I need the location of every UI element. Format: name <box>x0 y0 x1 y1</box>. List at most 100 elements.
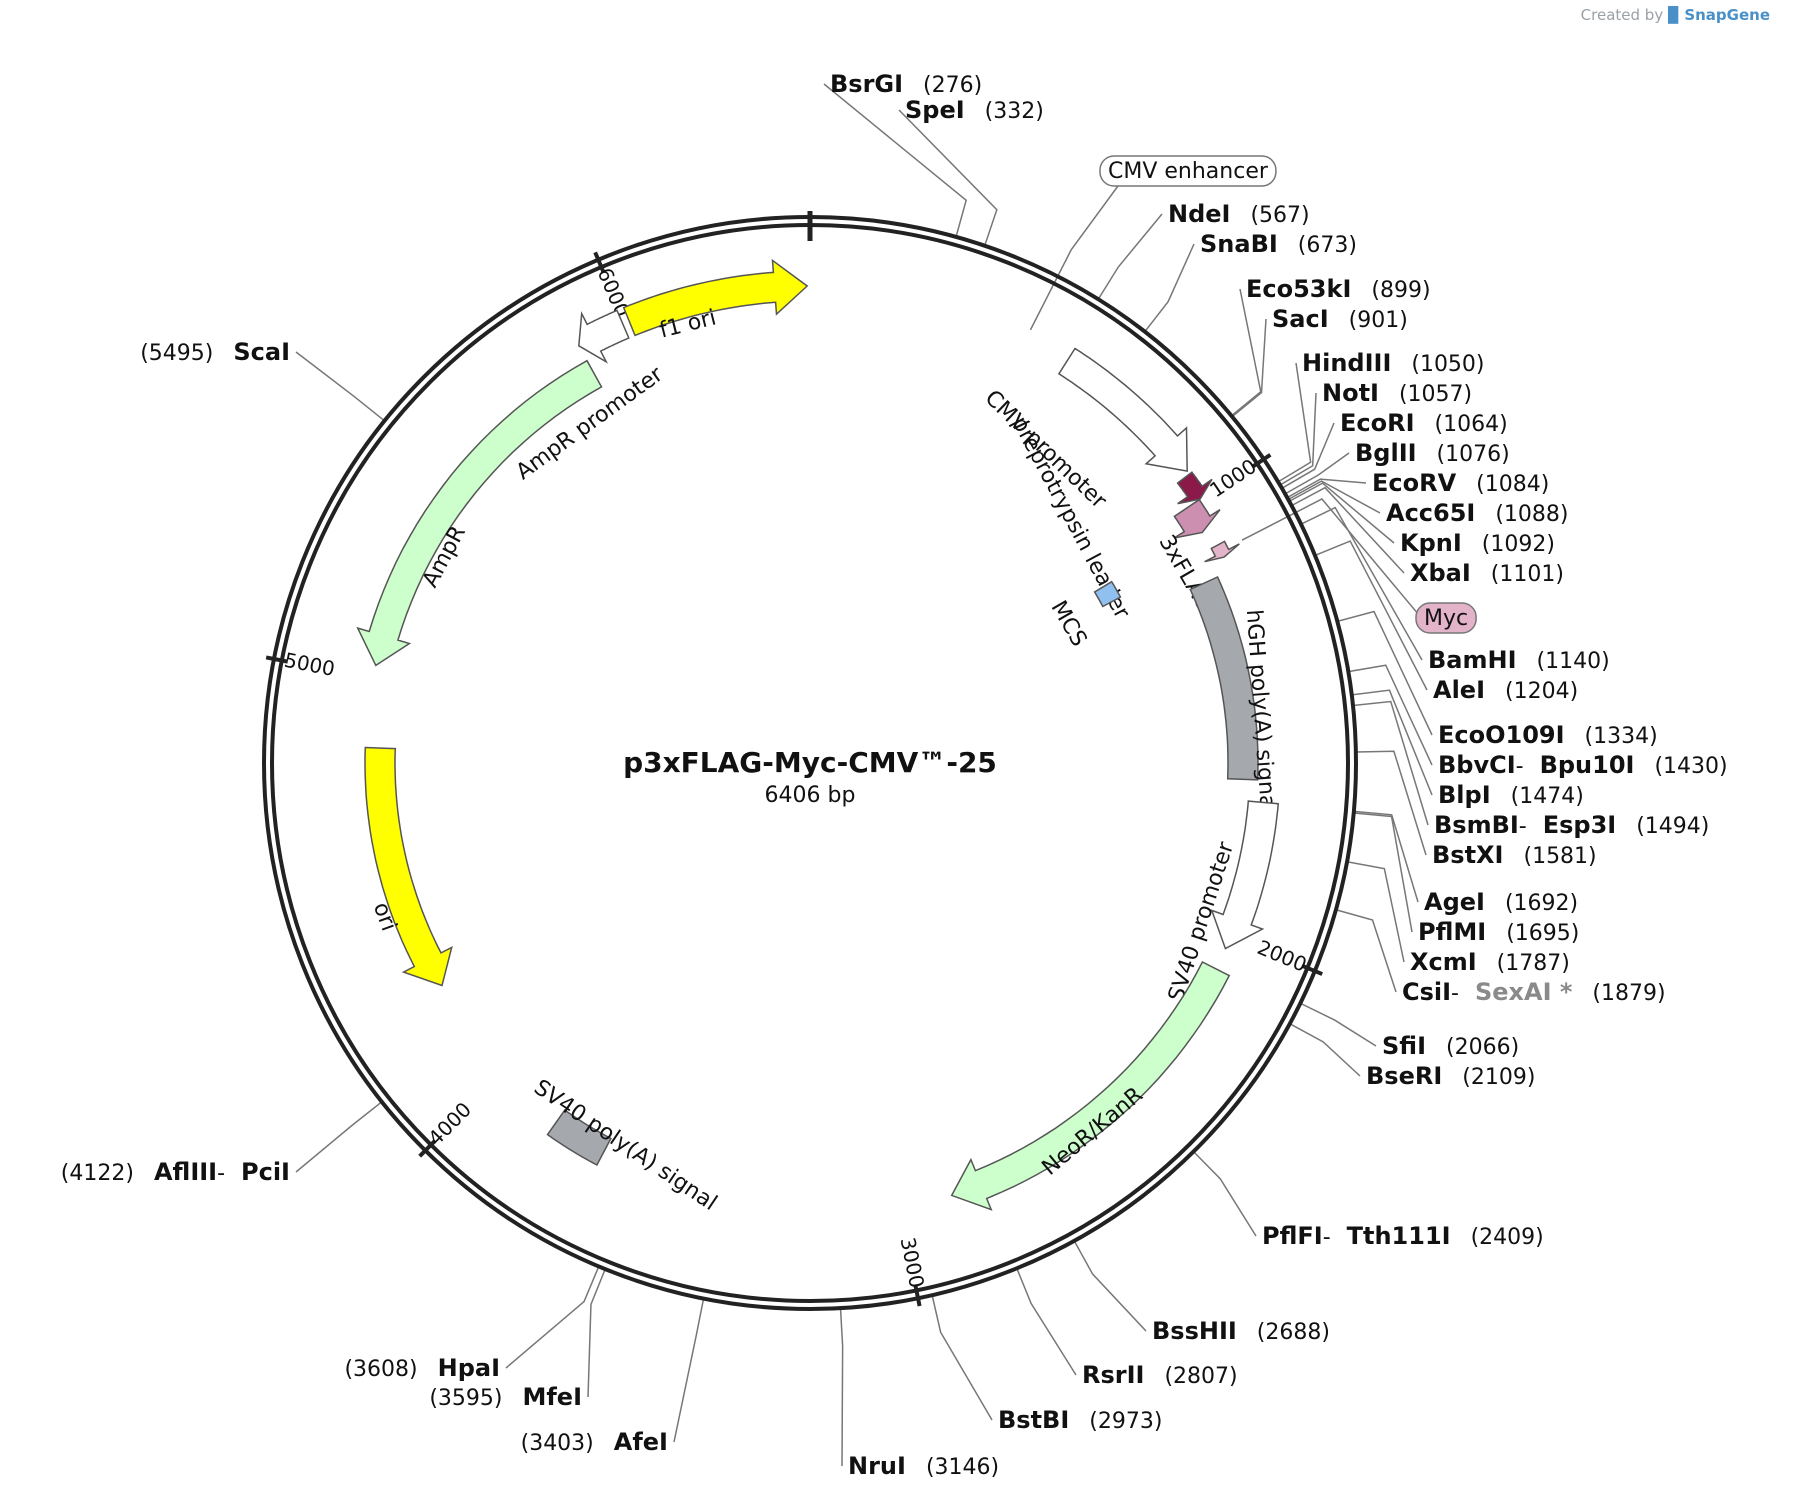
site-csii-position: (1879) <box>1592 981 1665 1006</box>
site-hindiii-name: HindIII <box>1302 349 1391 377</box>
site-bstxi-position: (1581) <box>1523 844 1596 869</box>
feature-cmv-promoter-arrow[interactable] <box>1057 347 1188 472</box>
site-noti-leader <box>1279 392 1317 486</box>
callout-myc-label: Myc <box>1424 606 1468 631</box>
feature-neor-kanr-arrow[interactable] <box>950 960 1231 1211</box>
site-blpi[interactable]: BlpI(1474) <box>1438 781 1584 809</box>
site-bglii[interactable]: BglII(1076) <box>1355 439 1510 467</box>
site-afliii-leader <box>295 1101 383 1173</box>
site-snabi[interactable]: SnaBI(673) <box>1200 230 1357 258</box>
site-mfei-name: MfeI <box>522 1383 582 1411</box>
site-xcmi-leader <box>1346 861 1405 963</box>
site-bstbi[interactable]: BstBI(2973) <box>998 1406 1162 1434</box>
site-ecorv[interactable]: EcoRV(1084) <box>1372 469 1549 497</box>
tick-label-1000: 1000 <box>1205 454 1261 502</box>
feature-ampr-arrow[interactable] <box>356 359 603 667</box>
callout-cmv-enhancer[interactable]: CMV enhancer <box>1099 155 1277 187</box>
feature-myc[interactable] <box>1204 540 1240 563</box>
site-bamhi-leader <box>1300 506 1423 661</box>
site-spei-leader <box>898 109 998 246</box>
site-spei[interactable]: SpeI(332) <box>905 96 1044 124</box>
site-bglii-position: (1076) <box>1437 442 1510 467</box>
site-kpni-name: KpnI <box>1400 529 1462 557</box>
site-xcmi-name: XcmI <box>1410 948 1477 976</box>
site-mfei[interactable]: (3595)MfeI <box>429 1383 582 1411</box>
site-xbai-leader <box>1291 486 1405 574</box>
site-ecori[interactable]: EcoRI(1064) <box>1340 409 1508 437</box>
site-alei[interactable]: AleI(1204) <box>1433 676 1578 704</box>
site-saci[interactable]: SacI(901) <box>1272 305 1408 333</box>
feature-preprotrypsin-leader-arrow[interactable] <box>1176 471 1213 505</box>
feature-f1-ori-arrow[interactable] <box>622 258 809 337</box>
feature-ori[interactable]: ori <box>364 746 453 987</box>
site-hpai[interactable]: (3608)HpaI <box>344 1354 500 1382</box>
site-acc65i-name: Acc65I <box>1386 499 1475 527</box>
site-afei[interactable]: (3403)AfeI <box>521 1428 668 1456</box>
site-scai[interactable]: (5495)ScaI <box>140 338 290 366</box>
site-afliii-name: AflIII <box>154 1158 217 1186</box>
feature-sv40-promoter-arrow[interactable] <box>1210 800 1280 950</box>
site-pflfi[interactable]: PflFI - Tth111I(2409) <box>1262 1222 1544 1250</box>
site-bbvci-name: BbvCI <box>1438 751 1516 779</box>
feature-hgh-polya[interactable]: hGH poly(A) signal <box>1189 576 1280 815</box>
site-eco53ki[interactable]: Eco53kI(899) <box>1246 275 1431 303</box>
site-bseri-position: (2109) <box>1462 1065 1535 1090</box>
site-snabi-leader <box>1144 243 1195 333</box>
site-nrui-position: (3146) <box>926 1455 999 1480</box>
feature-myc-arrow[interactable] <box>1204 540 1240 563</box>
site-blpi-leader <box>1351 689 1433 796</box>
feature-hgh-polya-arrow[interactable] <box>1189 576 1259 781</box>
site-pflmi[interactable]: PflMI(1695) <box>1418 918 1579 946</box>
site-agei[interactable]: AgeI(1692) <box>1424 888 1578 916</box>
tick-mark-6000 <box>593 251 606 274</box>
callout-myc-box <box>1415 602 1477 634</box>
feature-sv40-polya-arrow[interactable] <box>546 1109 612 1166</box>
site-rsrii-name: RsrII <box>1082 1361 1144 1389</box>
site-nrui[interactable]: NruI(3146) <box>848 1452 999 1480</box>
feature-neor-kanr[interactable]: NeoR/KanR <box>950 960 1231 1211</box>
site-csii-leader <box>1335 909 1397 993</box>
site-bstxi[interactable]: BstXI(1581) <box>1432 841 1597 869</box>
site-xbai[interactable]: XbaI(1101) <box>1410 559 1564 587</box>
site-sfii[interactable]: SfiI(2066) <box>1382 1032 1519 1060</box>
site-ndei-name: NdeI <box>1168 200 1230 228</box>
site-afliii[interactable]: (4122)AflIII - PciI <box>61 1158 290 1186</box>
site-csii[interactable]: CsiI - SexAI *(1879) <box>1402 978 1666 1006</box>
site-bsrgi-position: (276) <box>923 73 982 98</box>
site-ecori-leader <box>1281 422 1335 489</box>
site-noti[interactable]: NotI(1057) <box>1322 379 1472 407</box>
site-xcmi-position: (1787) <box>1497 951 1570 976</box>
site-hindiii[interactable]: HindIII(1050) <box>1302 349 1485 377</box>
site-xcmi[interactable]: XcmI (1787) <box>1410 948 1570 976</box>
site-ndei-leader <box>1097 213 1163 300</box>
site-bseri[interactable]: BseRI(2109) <box>1366 1062 1535 1090</box>
site-bamhi[interactable]: BamHI(1140) <box>1428 646 1610 674</box>
site-ecoo109i[interactable]: EcoO109I(1334) <box>1438 721 1658 749</box>
site-xbai-name: XbaI <box>1410 559 1471 587</box>
site-sfii-name: SfiI <box>1382 1032 1426 1060</box>
tick-label-3000: 3000 <box>896 1235 930 1290</box>
site-bsmbi[interactable]: BsmBI - Esp3I(1494) <box>1434 811 1709 839</box>
snapgene-logo-icon: ▉ <box>1667 6 1680 24</box>
tick-mark-4000 <box>418 1139 437 1158</box>
site-bamhi-name: BamHI <box>1428 646 1517 674</box>
site-acc65i[interactable]: Acc65I(1088) <box>1386 499 1569 527</box>
feature-sv40-polya[interactable]: SV40 poly(A) signal <box>529 1075 721 1216</box>
site-bsshii[interactable]: BssHII(2688) <box>1152 1317 1330 1345</box>
feature-mcs-arrow[interactable] <box>1093 580 1122 608</box>
site-rsrii[interactable]: RsrII(2807) <box>1082 1361 1238 1389</box>
feature-ampr-promoter-arrow[interactable] <box>578 309 630 364</box>
feature-f1-ori[interactable]: f1 ori <box>622 258 809 344</box>
site-bseri-leader <box>1289 1023 1361 1077</box>
feature-ori-arrow[interactable] <box>364 746 453 987</box>
site-ndei[interactable]: NdeI(567) <box>1168 200 1310 228</box>
site-bbvci[interactable]: BbvCI - Bpu10I(1430) <box>1438 751 1728 779</box>
site-agei-position: (1692) <box>1505 891 1578 916</box>
feature-3xflag-arrow[interactable] <box>1173 498 1221 539</box>
site-bsrgi[interactable]: BsrGI(276) <box>830 70 982 98</box>
site-kpni[interactable]: KpnI(1092) <box>1400 529 1555 557</box>
callout-myc[interactable]: Myc <box>1415 602 1477 634</box>
site-afei-leader <box>673 1298 705 1443</box>
site-scai-leader <box>295 351 385 422</box>
site-blpi-name: BlpI <box>1438 781 1491 809</box>
